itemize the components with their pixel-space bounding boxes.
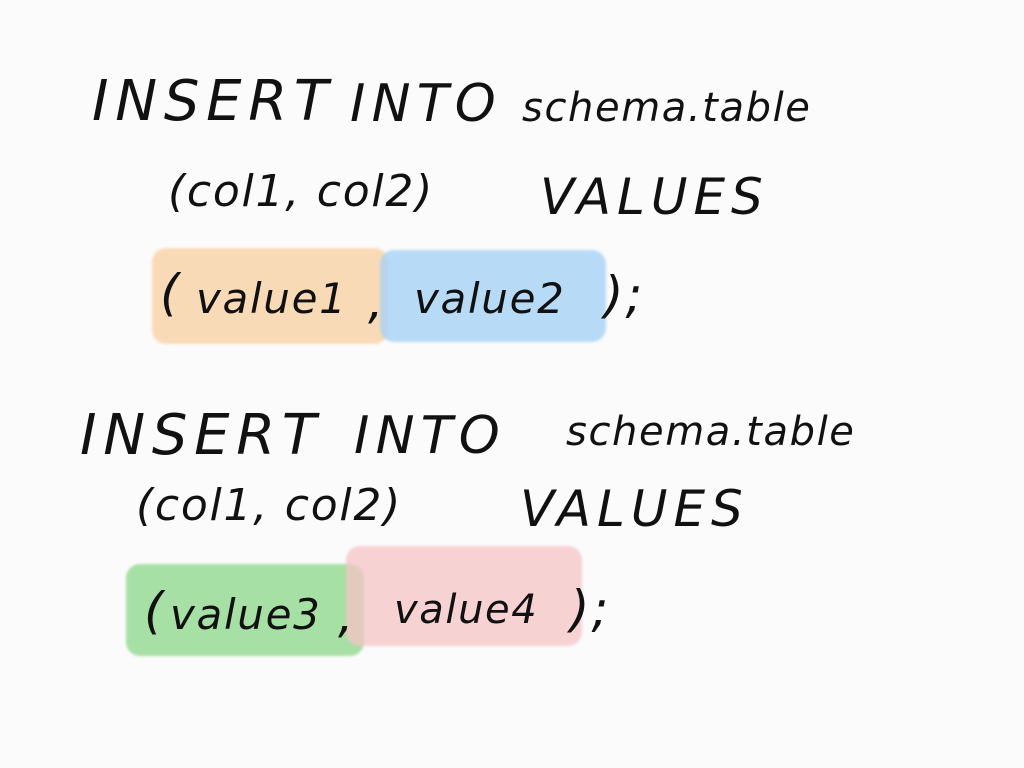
statement-2-value4: value4: [394, 587, 539, 633]
statement-2-close: );: [570, 580, 611, 638]
statement-1-value2: value2: [414, 274, 566, 323]
statement-1-value1: value1: [196, 274, 348, 323]
statement-1-columns: (col1, col2): [168, 166, 435, 217]
statement-1-keyword-values: VALUES: [540, 168, 769, 226]
statement-2-target-table: schema.table: [566, 409, 856, 455]
statement-2-keyword-insert: INSERT: [80, 403, 323, 468]
highlight-value2: [380, 250, 606, 342]
statement-1-target-table: schema.table: [522, 85, 812, 131]
highlight-value4: [346, 546, 582, 646]
statement-2-value3: value3: [170, 590, 322, 639]
statement-1-keyword-insert: INSERT: [92, 69, 335, 134]
statement-2-separator: ,: [338, 588, 356, 644]
statement-1-keyword-into: INTO: [350, 74, 502, 134]
statement-1-open-paren: (: [160, 264, 182, 322]
highlight-value1: [152, 248, 388, 344]
statement-1-close: );: [604, 266, 645, 324]
statement-2-open-paren: (: [144, 582, 166, 640]
statement-2-keyword-into: INTO: [354, 406, 506, 466]
statement-2-keyword-values: VALUES: [520, 480, 749, 538]
highlight-value3: [126, 564, 364, 656]
statement-1-separator: ,: [368, 274, 386, 330]
statement-2-columns: (col1, col2): [136, 480, 403, 531]
